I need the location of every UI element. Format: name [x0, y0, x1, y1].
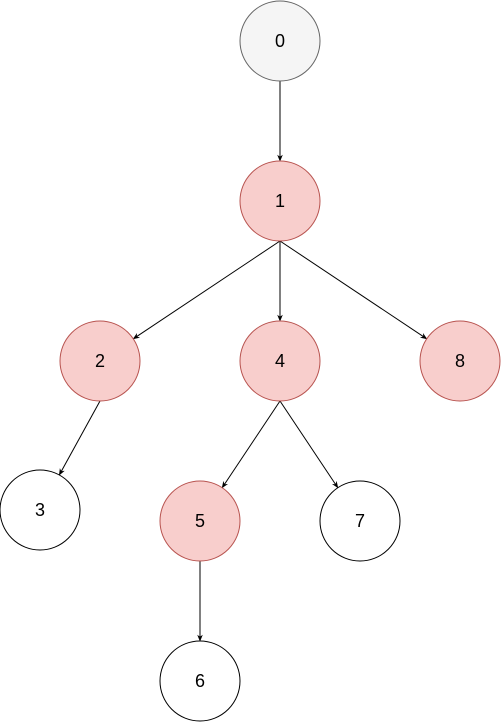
- edge-4-to-7: [279, 400, 339, 489]
- node-circle-5: [159, 480, 241, 562]
- node-circle-0: [239, 0, 321, 82]
- node-circle-3: [0, 469, 81, 551]
- edge-1-to-2: [132, 240, 281, 340]
- node-4: 4: [239, 320, 321, 402]
- node-circle-1: [239, 160, 321, 242]
- node-circle-6: [159, 640, 241, 722]
- node-label-3: 3: [35, 500, 45, 520]
- edge-1-to-8: [279, 240, 428, 340]
- node-8: 8: [419, 320, 501, 402]
- node-label-2: 2: [95, 351, 105, 371]
- node-1: 1: [239, 160, 321, 242]
- node-3: 3: [0, 469, 81, 551]
- edges-layer: [58, 81, 428, 642]
- node-6: 6: [159, 640, 241, 722]
- node-label-5: 5: [195, 511, 205, 531]
- node-label-7: 7: [355, 511, 365, 531]
- node-circle-7: [319, 480, 401, 562]
- node-7: 7: [319, 480, 401, 562]
- node-circle-8: [419, 320, 501, 402]
- node-label-0: 0: [275, 31, 285, 51]
- node-label-8: 8: [455, 351, 465, 371]
- node-5: 5: [159, 480, 241, 562]
- node-2: 2: [59, 320, 141, 402]
- edge-2-to-3: [58, 400, 101, 476]
- node-0: 0: [239, 0, 321, 82]
- edge-4-to-5: [221, 400, 281, 489]
- node-circle-2: [59, 320, 141, 402]
- node-label-4: 4: [275, 351, 285, 371]
- node-label-6: 6: [195, 671, 205, 691]
- node-circle-4: [239, 320, 321, 402]
- node-label-1: 1: [275, 191, 285, 211]
